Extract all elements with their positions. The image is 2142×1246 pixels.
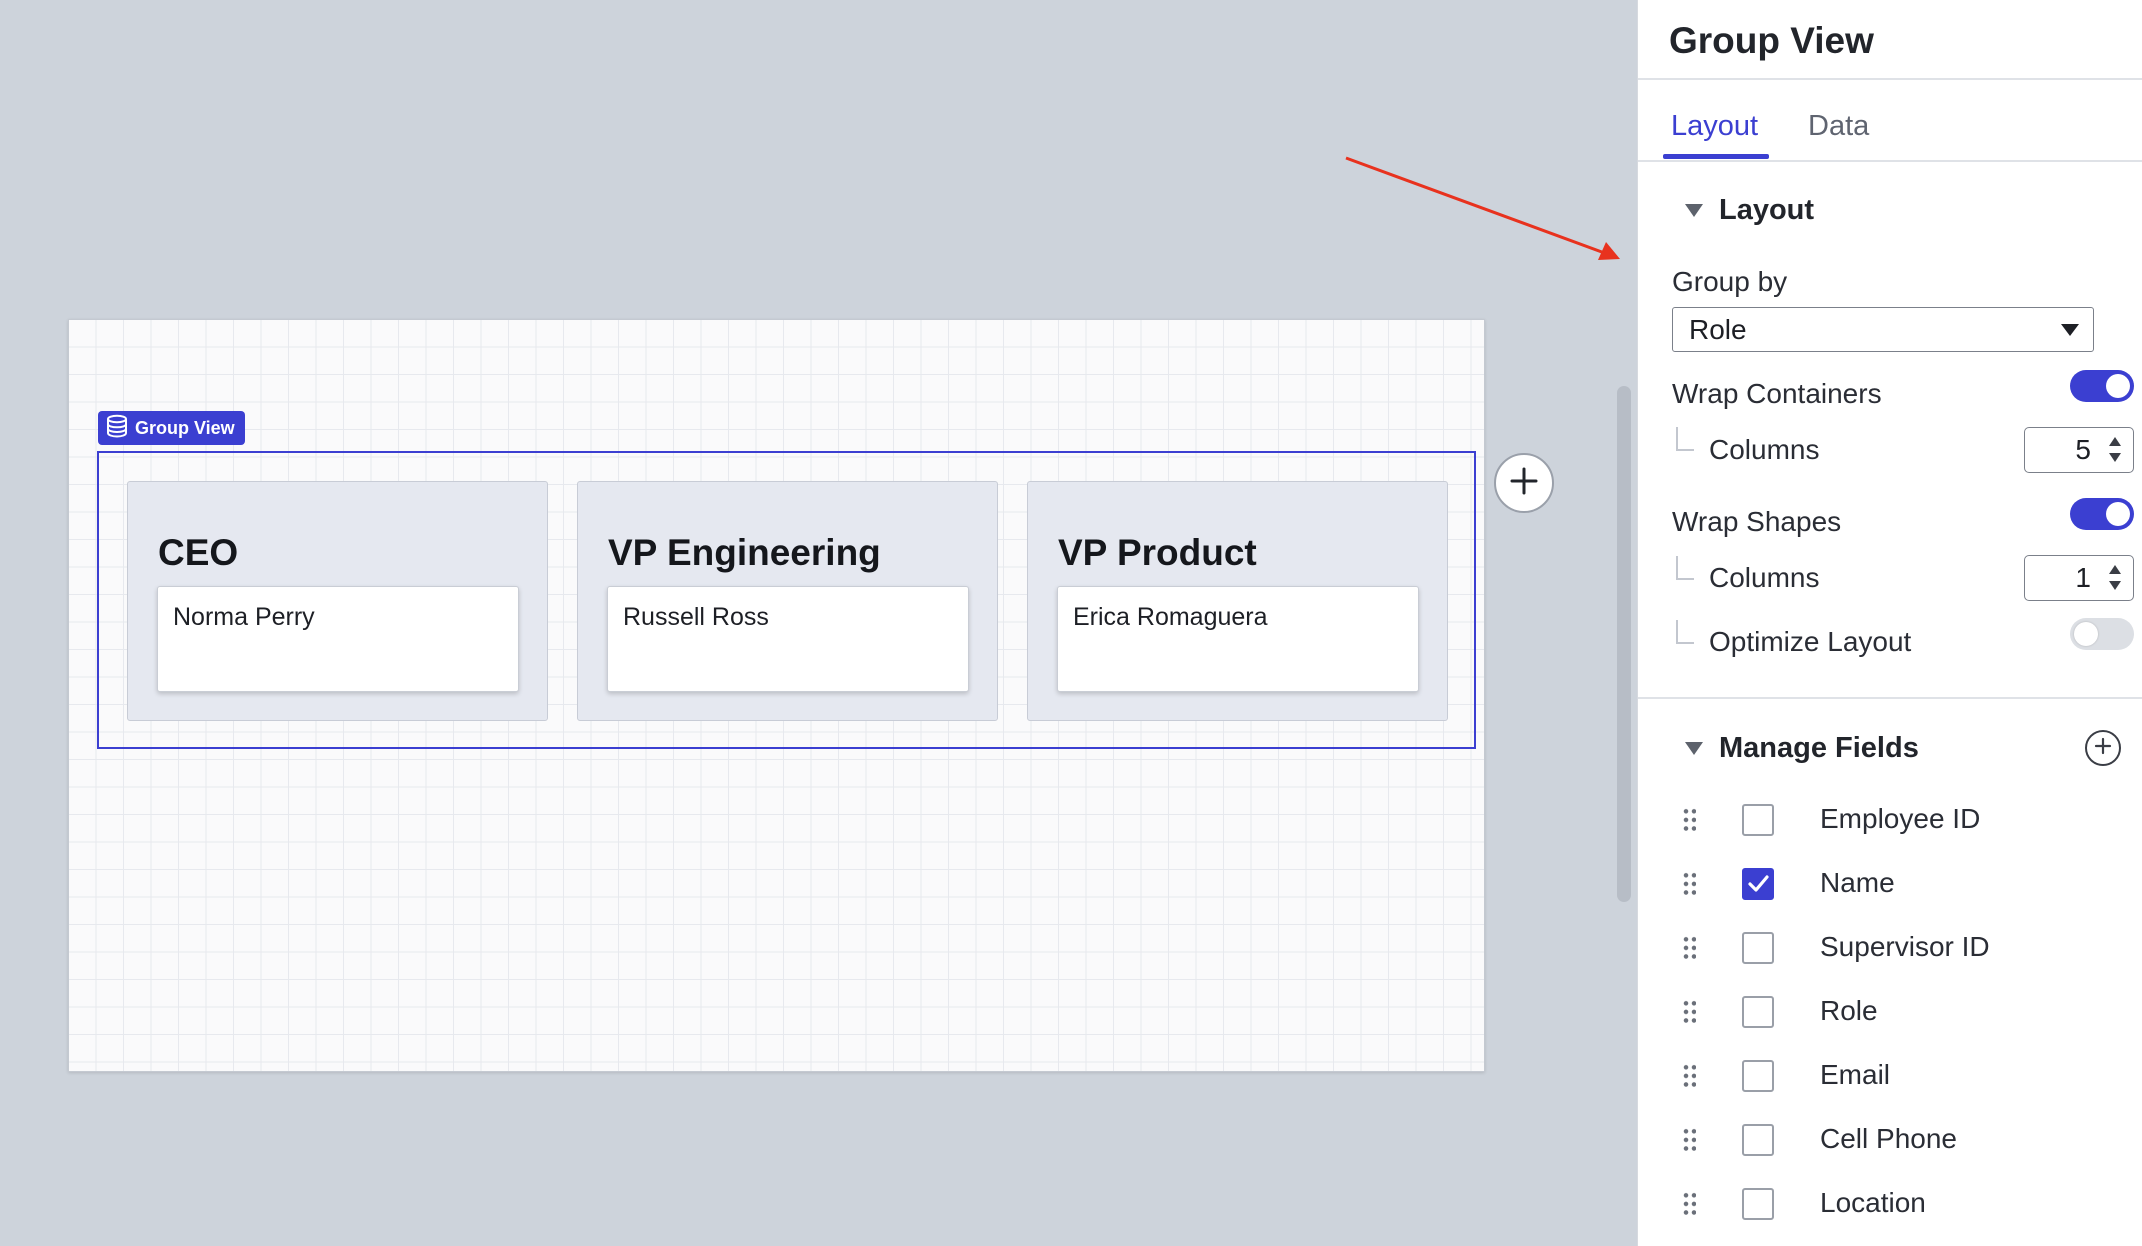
group-title: VP Engineering (608, 532, 881, 573)
toggle-knob (2106, 374, 2130, 398)
group-container-vp-engineering[interactable]: VP Engineering Russell Ross (577, 481, 998, 721)
field-row-supervisor-id[interactable]: Supervisor ID (1638, 925, 2142, 971)
employee-shape[interactable]: Norma Perry (157, 586, 519, 692)
field-checkbox[interactable] (1742, 1188, 1774, 1220)
add-field-button[interactable] (2085, 730, 2121, 766)
field-row-employee-id[interactable]: Employee ID (1638, 797, 2142, 843)
layout-section-heading: Layout (1719, 194, 1815, 226)
checkmark-icon (1748, 875, 1769, 892)
group-by-select[interactable]: Role (1672, 307, 2094, 352)
field-checkbox[interactable] (1742, 804, 1774, 836)
group-container-vp-product[interactable]: VP Product Erica Romaguera (1027, 481, 1448, 721)
field-label: Cell Phone (1820, 1123, 1957, 1154)
field-label: Supervisor ID (1820, 931, 1990, 962)
field-label: Email (1820, 1059, 1891, 1090)
toggle-knob (2074, 622, 2098, 646)
wrap-containers-label: Wrap Containers (1672, 378, 1882, 409)
wrap-containers-toggle[interactable] (2070, 370, 2134, 402)
containers-columns-value: 5 (2075, 434, 2091, 465)
add-group-button[interactable] (1494, 453, 1554, 513)
field-row-role[interactable]: Role (1638, 989, 2142, 1035)
drag-handle-icon[interactable] (1682, 1127, 1696, 1153)
drag-handle-icon[interactable] (1682, 999, 1696, 1025)
employee-name: Russell Ross (623, 603, 769, 631)
employee-name: Norma Perry (173, 603, 315, 631)
divider (1638, 160, 2142, 162)
step-down-icon[interactable] (2109, 453, 2121, 462)
caret-down-icon (2061, 324, 2079, 336)
drag-handle-icon[interactable] (1682, 871, 1696, 897)
optimize-layout-label: Optimize Layout (1709, 626, 1912, 657)
field-label: Location (1820, 1187, 1926, 1218)
field-row-email[interactable]: Email (1638, 1053, 2142, 1099)
group-title: VP Product (1058, 532, 1257, 573)
active-tab-indicator (1663, 154, 1769, 159)
divider (1638, 697, 2142, 699)
panel-title: Group View (1669, 20, 1874, 61)
optimize-layout-toggle[interactable] (2070, 618, 2134, 650)
annotation-arrow (1345, 156, 1620, 260)
employee-name: Erica Romaguera (1073, 603, 1268, 631)
drag-handle-icon[interactable] (1682, 807, 1696, 833)
containers-columns-label: Columns (1709, 434, 1820, 465)
tab-layout[interactable]: Layout (1671, 110, 1759, 142)
field-label: Employee ID (1820, 803, 1981, 834)
tree-connector (1676, 427, 1694, 451)
field-checkbox[interactable] (1742, 1060, 1774, 1092)
drag-handle-icon[interactable] (1682, 935, 1696, 961)
wrap-shapes-label: Wrap Shapes (1672, 506, 1842, 537)
employee-shape[interactable]: Erica Romaguera (1057, 586, 1419, 692)
group-by-label: Group by (1672, 266, 1788, 297)
containers-columns-stepper[interactable]: 5 (2024, 427, 2134, 473)
drag-handle-icon[interactable] (1682, 1191, 1696, 1217)
group-container-ceo[interactable]: CEO Norma Perry (127, 481, 548, 721)
caret-down-icon (1685, 742, 1703, 755)
shapes-columns-value: 1 (2075, 562, 2091, 593)
field-checkbox[interactable] (1742, 996, 1774, 1028)
field-label: Name (1820, 867, 1895, 898)
wrap-shapes-toggle[interactable] (2070, 498, 2134, 530)
properties-panel: Group View Layout Data Layout Group by R… (1637, 0, 2142, 1246)
tree-connector (1676, 556, 1694, 580)
database-icon (106, 414, 128, 443)
manage-fields-section-toggle[interactable]: Manage Fields (1685, 732, 1919, 765)
employee-shape[interactable]: Russell Ross (607, 586, 969, 692)
tab-data[interactable]: Data (1808, 110, 1870, 142)
shapes-columns-stepper[interactable]: 1 (2024, 555, 2134, 601)
caret-down-icon (1685, 204, 1703, 217)
group-by-value: Role (1689, 314, 1747, 345)
field-checkbox[interactable] (1742, 868, 1774, 900)
group-view-container[interactable] (97, 451, 1476, 749)
group-title: CEO (158, 532, 239, 573)
field-row-location[interactable]: Location (1638, 1181, 2142, 1227)
step-up-icon[interactable] (2109, 437, 2121, 446)
manage-fields-heading: Manage Fields (1719, 732, 1919, 764)
shapes-columns-label: Columns (1709, 562, 1820, 593)
field-label: Role (1820, 995, 1878, 1026)
step-down-icon[interactable] (2109, 581, 2121, 590)
drag-handle-icon[interactable] (1682, 1063, 1696, 1089)
field-row-cell-phone[interactable]: Cell Phone (1638, 1117, 2142, 1163)
field-checkbox[interactable] (1742, 932, 1774, 964)
plus-icon (2093, 736, 2113, 761)
step-up-icon[interactable] (2109, 565, 2121, 574)
toggle-knob (2106, 502, 2130, 526)
layout-section-toggle[interactable]: Layout (1685, 194, 1814, 227)
group-view-badge[interactable]: Group View (98, 411, 245, 445)
tree-connector (1676, 620, 1694, 644)
field-row-name[interactable]: Name (1638, 861, 2142, 907)
canvas-scrollbar[interactable] (1617, 386, 1631, 902)
group-view-badge-label: Group View (135, 417, 235, 438)
divider (1638, 78, 2142, 80)
plus-icon (1509, 466, 1539, 501)
field-checkbox[interactable] (1742, 1124, 1774, 1156)
